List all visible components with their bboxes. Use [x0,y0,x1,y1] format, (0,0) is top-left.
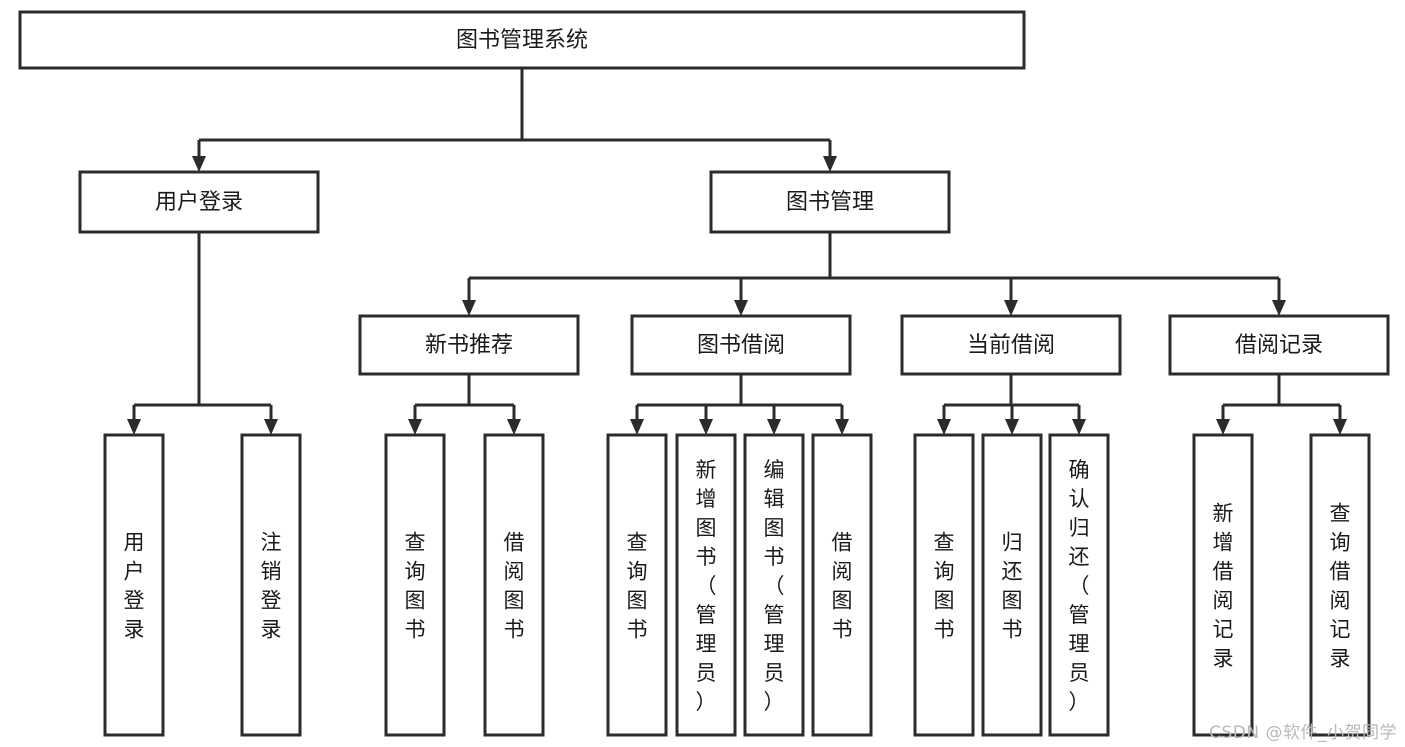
node-nbr-borrow-book[interactable]: 借阅图书 [483,433,545,737]
node-box-borrow-record [1168,314,1390,376]
arrow-head-icon [1005,419,1019,435]
node-label-bb-query-book: 查询图书 [627,531,648,642]
node-borrow-record[interactable]: 借阅记录 [1168,314,1390,376]
node-box-user-login-do [103,433,165,737]
connector-layer [127,68,1347,435]
node-box-br-query-record [1309,433,1371,737]
node-cb-return-book[interactable]: 归还图书 [981,433,1043,737]
node-box-cb-query-book [913,433,975,737]
node-box-br-add-record [1192,433,1254,737]
node-box-cb-return-book [981,433,1043,737]
node-book-borrow[interactable]: 图书借阅 [630,314,852,376]
arrow-head-icon [507,419,521,435]
node-label-new-book-recommend: 新书推荐 [425,333,513,358]
node-new-book-recommend[interactable]: 新书推荐 [358,314,580,376]
node-label-bb-add-book: 新增图书（管理员） [696,458,717,714]
node-br-add-record[interactable]: 新增借阅记录 [1192,433,1254,737]
node-box-nbr-borrow-book [483,433,545,737]
arrow-head-icon [1216,419,1230,435]
node-label-user-logout: 注销登录 [261,531,282,642]
node-label-borrow-record: 借阅记录 [1235,333,1323,358]
node-nbr-query-book[interactable]: 查询图书 [384,433,446,737]
node-label-cb-return-book: 归还图书 [1002,531,1023,642]
node-bb-add-book[interactable]: 新增图书（管理员） [675,433,737,737]
arrow-head-icon [734,300,748,316]
node-box-user-login [78,170,320,234]
node-label-br-query-record: 查询借阅记录 [1330,502,1351,671]
node-box-user-logout [240,433,302,737]
node-user-logout[interactable]: 注销登录 [240,433,302,737]
node-label-user-login: 用户登录 [155,190,243,215]
arrow-head-icon [1333,419,1347,435]
node-label-nbr-query-book: 查询图书 [405,531,426,642]
node-box-book-borrow [630,314,852,376]
node-box-bb-edit-book [743,433,805,737]
node-label-current-borrow: 当前借阅 [967,333,1055,358]
node-cb-query-book[interactable]: 查询图书 [913,433,975,737]
node-layer: 图书管理系统用户登录用户登录注销登录图书管理新书推荐查询图书借阅图书图书借阅查询… [18,10,1390,737]
node-label-nbr-borrow-book: 借阅图书 [504,531,525,642]
arrow-head-icon [1072,419,1086,435]
node-box-book-manage [709,170,951,234]
node-cb-confirm-return[interactable]: 确认归还（管理员） [1048,433,1110,737]
node-bb-edit-book[interactable]: 编辑图书（管理员） [743,433,805,737]
node-box-nbr-query-book [384,433,446,737]
node-label-user-login-do: 用户登录 [124,531,145,642]
watermark: CSDN @软件_小贺同学 [1209,723,1397,743]
node-label-book-borrow: 图书借阅 [697,333,785,358]
arrow-head-icon [767,419,781,435]
arrow-head-icon [699,419,713,435]
node-bb-query-book[interactable]: 查询图书 [606,433,668,737]
node-box-bb-query-book [606,433,668,737]
node-user-login-do[interactable]: 用户登录 [103,433,165,737]
node-box-bb-borrow-book [811,433,873,737]
arrow-head-icon [630,419,644,435]
arrow-head-icon [408,419,422,435]
node-box-bb-add-book [675,433,737,737]
arrow-head-icon [127,419,141,435]
node-label-cb-query-book: 查询图书 [934,531,955,642]
arrow-head-icon [937,419,951,435]
node-label-bb-edit-book: 编辑图书（管理员） [764,458,785,714]
node-box-current-borrow [900,314,1122,376]
node-label-br-add-record: 新增借阅记录 [1213,502,1234,671]
node-root[interactable]: 图书管理系统 [18,10,1026,70]
arrow-head-icon [1272,300,1286,316]
node-label-bb-borrow-book: 借阅图书 [832,531,853,642]
node-current-borrow[interactable]: 当前借阅 [900,314,1122,376]
node-book-manage[interactable]: 图书管理 [709,170,951,234]
arrow-head-icon [1004,300,1018,316]
node-user-login[interactable]: 用户登录 [78,170,320,234]
node-bb-borrow-book[interactable]: 借阅图书 [811,433,873,737]
node-box-cb-confirm-return [1048,433,1110,737]
arrow-head-icon [835,419,849,435]
node-label-cb-confirm-return: 确认归还（管理员） [1069,458,1090,714]
arrow-head-icon [192,156,206,172]
arrow-head-icon [823,156,837,172]
node-br-query-record[interactable]: 查询借阅记录 [1309,433,1371,737]
node-label-book-manage: 图书管理 [786,190,874,215]
node-box-root [18,10,1026,70]
node-label-root: 图书管理系统 [456,28,588,53]
arrow-head-icon [264,419,278,435]
node-box-new-book-recommend [358,314,580,376]
arrow-head-icon [462,300,476,316]
